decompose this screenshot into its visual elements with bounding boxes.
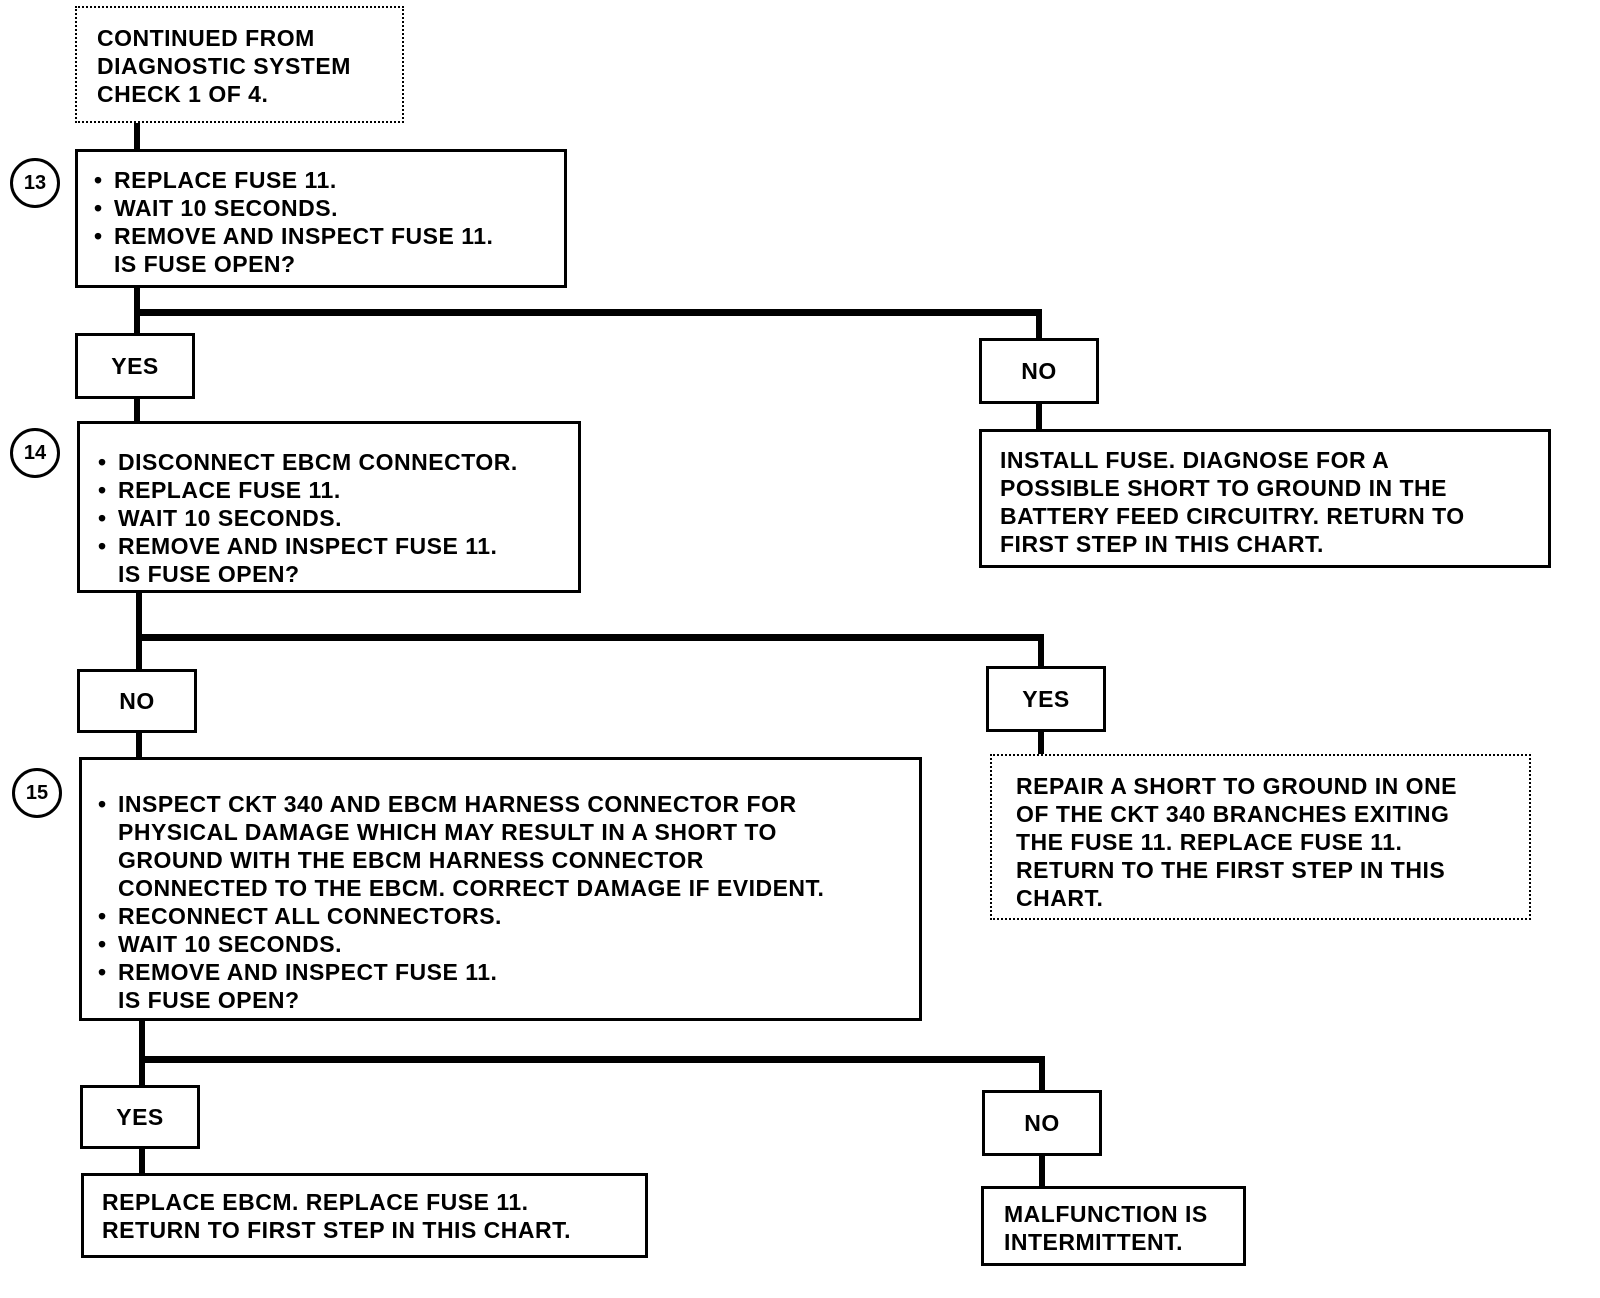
connector-step15-branch [139, 1056, 1045, 1063]
step-13-actions: REPLACE FUSE 11. WAIT 10 SECONDS. REMOVE… [92, 166, 550, 250]
connector-yes-to-replace [139, 1145, 145, 1175]
step-13-box: REPLACE FUSE 11. WAIT 10 SECONDS. REMOVE… [75, 149, 567, 288]
outcome-install-fuse-text: INSTALL FUSE. DIAGNOSE FOR A POSSIBLE SH… [1000, 447, 1465, 557]
connector-branch-to-yes [1038, 634, 1044, 668]
outcome-repair-short: REPAIR A SHORT TO GROUND IN ONE OF THE C… [990, 754, 1531, 920]
connector-no-to-intermittent [1039, 1152, 1045, 1188]
step-13-question: IS FUSE OPEN? [114, 251, 296, 277]
start-box: CONTINUED FROM DIAGNOSTIC SYSTEM CHECK 1… [75, 6, 404, 123]
connector-step15-down [139, 1019, 145, 1089]
connector-branch-to-no [1036, 309, 1042, 339]
step-number-14: 14 [10, 428, 60, 478]
step-14-action: REMOVE AND INSPECT FUSE 11. [96, 532, 562, 560]
step-14-action: WAIT 10 SECONDS. [96, 504, 562, 532]
connector-yes-to-step14 [134, 397, 140, 423]
connector-yes-to-repair [1038, 730, 1044, 756]
connector-step14-branch [136, 634, 1044, 641]
connector-no-to-step15 [136, 731, 142, 759]
outcome-replace-ebcm: REPLACE EBCM. REPLACE FUSE 11. RETURN TO… [81, 1173, 648, 1258]
connector-no-to-install [1036, 401, 1042, 431]
step-14-actions: DISCONNECT EBCM CONNECTOR. REPLACE FUSE … [96, 448, 562, 560]
outcome-intermittent: MALFUNCTION IS INTERMITTENT. [981, 1186, 1246, 1266]
step-15-box: INSPECT CKT 340 AND EBCM HARNESS CONNECT… [79, 757, 922, 1021]
step-14-action: DISCONNECT EBCM CONNECTOR. [96, 448, 562, 476]
step-13-action: WAIT 10 SECONDS. [92, 194, 550, 222]
step-15-no-label: NO [982, 1090, 1102, 1156]
connector-start-to-step13 [134, 122, 140, 152]
step-15-action: REMOVE AND INSPECT FUSE 11. [96, 958, 905, 986]
step-13-action: REMOVE AND INSPECT FUSE 11. [92, 222, 550, 250]
step-14-yes-label: YES [986, 666, 1106, 732]
outcome-replace-ebcm-text: REPLACE EBCM. REPLACE FUSE 11. RETURN TO… [102, 1189, 572, 1243]
step-14-no-label: NO [77, 669, 197, 733]
step-13-yes-label: YES [75, 333, 195, 399]
outcome-intermittent-text: MALFUNCTION IS INTERMITTENT. [1004, 1201, 1208, 1255]
connector-step13-branch [134, 309, 1042, 316]
outcome-install-fuse: INSTALL FUSE. DIAGNOSE FOR A POSSIBLE SH… [979, 429, 1551, 568]
step-number-13: 13 [10, 158, 60, 208]
start-box-text: CONTINUED FROM DIAGNOSTIC SYSTEM CHECK 1… [97, 25, 351, 107]
step-15-action: INSPECT CKT 340 AND EBCM HARNESS CONNECT… [96, 790, 905, 902]
step-15-action: RECONNECT ALL CONNECTORS. [96, 902, 905, 930]
step-15-question: IS FUSE OPEN? [118, 987, 300, 1013]
step-15-yes-label: YES [80, 1085, 200, 1149]
step-15-action: WAIT 10 SECONDS. [96, 930, 905, 958]
step-14-box: DISCONNECT EBCM CONNECTOR. REPLACE FUSE … [77, 421, 581, 593]
step-13-no-label: NO [979, 338, 1099, 404]
step-14-action: REPLACE FUSE 11. [96, 476, 562, 504]
outcome-repair-short-text: REPAIR A SHORT TO GROUND IN ONE OF THE C… [1016, 773, 1458, 911]
step-14-question: IS FUSE OPEN? [118, 561, 300, 587]
step-number-15: 15 [12, 768, 62, 818]
connector-branch-to-no-final [1039, 1056, 1045, 1092]
step-13-action: REPLACE FUSE 11. [92, 166, 550, 194]
connector-step14-down [136, 591, 142, 671]
step-15-actions: INSPECT CKT 340 AND EBCM HARNESS CONNECT… [96, 790, 905, 986]
